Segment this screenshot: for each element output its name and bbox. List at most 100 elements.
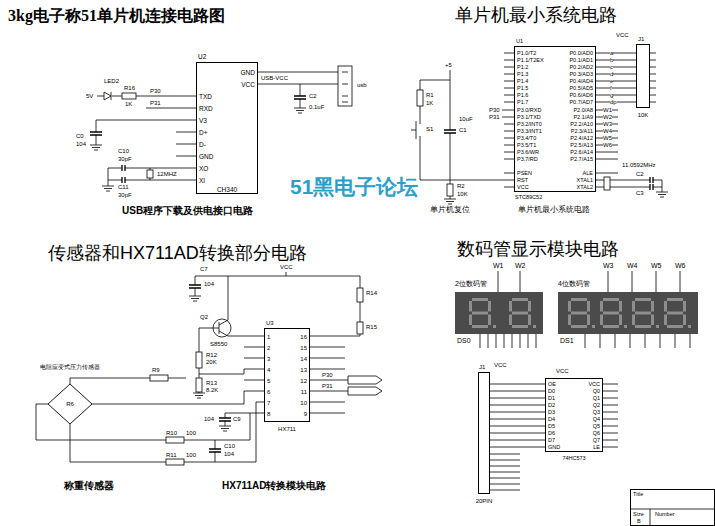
diagram-title: 3kg电子称51单片机连接电路图 xyxy=(8,8,225,24)
pin-name: P1.7 xyxy=(517,100,528,106)
part-label: R14 xyxy=(366,290,377,296)
digit-segment xyxy=(488,301,491,312)
pin-name: D+ xyxy=(199,130,208,137)
pin-name: 8 xyxy=(267,411,270,417)
transistor-leads xyxy=(219,320,228,336)
pin-name: Q2 xyxy=(593,403,600,409)
digit-segment xyxy=(664,315,667,326)
net-label: g xyxy=(610,92,613,98)
section-heading: 单片机最小系统电路 xyxy=(455,6,617,24)
latch-chip: 74HC573OED0D1D2D3D4D5D6D7GNDVCCQ0Q1Q2Q3Q… xyxy=(545,378,603,452)
digit-segment xyxy=(635,325,651,328)
digit-segment xyxy=(656,325,659,328)
net-label: P31 xyxy=(150,100,161,106)
title-block: TitleSizeNumberB xyxy=(630,489,715,526)
pin-line xyxy=(504,53,514,187)
digit-segment xyxy=(472,298,488,301)
pin-name: 1 xyxy=(267,334,270,340)
digit-segment xyxy=(592,325,595,328)
digit-segment xyxy=(493,325,496,328)
pin-name: Q6 xyxy=(593,431,600,437)
digit-segment xyxy=(512,325,528,328)
pin-name: P2.0/A8 xyxy=(573,108,593,114)
part-value: 12MHZ xyxy=(157,171,177,177)
digit-segment xyxy=(619,301,622,312)
pin-name: D0 xyxy=(548,389,555,395)
pin-name: 15 xyxy=(300,345,307,351)
part-value: 10uF xyxy=(459,116,473,122)
circuit-caption: 单片机最小系统电路 xyxy=(518,206,590,214)
digit-segment xyxy=(512,298,528,301)
pin-name: P0.5/AD5 xyxy=(569,86,593,92)
pin-name: D5 xyxy=(548,424,555,430)
pin-name: RST xyxy=(517,178,528,184)
pin-name: 3 xyxy=(267,356,270,362)
net-label: P31 xyxy=(322,383,333,389)
section-heading: 数码管显示模块电路 xyxy=(457,240,619,258)
pin-name: GND xyxy=(548,445,560,451)
digit-segment xyxy=(512,312,528,315)
part-value: 11.0592MHz xyxy=(622,162,656,168)
digit-segment xyxy=(571,298,587,301)
pin-name: VCC xyxy=(517,185,529,191)
part-label: R12 xyxy=(206,352,217,358)
net-label: c xyxy=(610,64,613,70)
ground-symbol xyxy=(90,108,668,431)
pin-name: D3 xyxy=(548,410,555,416)
part-label: R10 xyxy=(166,430,177,436)
seven-segment-display: 4位数码管DS1 xyxy=(558,292,698,334)
net-label: 5V xyxy=(86,93,93,99)
net-label: W4 xyxy=(627,262,638,269)
net-label: W5 xyxy=(651,262,662,269)
digit-segment xyxy=(587,301,590,312)
pin-name: D1 xyxy=(548,396,555,402)
pin-name: P0.0/AD0 xyxy=(569,51,593,57)
pin-name: 9 xyxy=(304,411,307,417)
part-value: 104 xyxy=(204,281,214,287)
net-label: dp xyxy=(610,99,617,105)
digit-segment xyxy=(683,315,686,326)
digit-segment xyxy=(571,325,587,328)
digit-select-line xyxy=(498,271,680,292)
part-value: 0.1uF xyxy=(309,104,324,110)
pin-name: P1.5 xyxy=(517,86,528,92)
pin-name: P0.1/AD1 xyxy=(569,58,593,64)
net-label: VCC xyxy=(616,32,629,38)
pin-name: P3.7/RD xyxy=(517,157,538,163)
digit-segment xyxy=(568,301,571,312)
pin-name: 16 xyxy=(300,334,307,340)
net-label: W6 xyxy=(675,262,686,269)
part-label: C2 xyxy=(636,171,644,177)
pin-name: OE xyxy=(548,382,556,388)
pin-name: 10 xyxy=(300,400,307,406)
part-label: C10 xyxy=(224,443,235,449)
part-note: 电阻应变式压力传感器 xyxy=(40,364,100,370)
resistor-symbol xyxy=(166,459,184,465)
digit-segment xyxy=(528,301,531,312)
part-label: 4位数码管 xyxy=(558,280,590,287)
pin-name: 6 xyxy=(267,389,270,395)
digit-segment xyxy=(635,298,651,301)
circuit-caption: 单片机复位 xyxy=(430,206,470,214)
net-label: VCC xyxy=(494,362,507,368)
digit-segment xyxy=(619,315,622,326)
pin-name: P2.3/A11 xyxy=(571,129,593,135)
pin-name: P1.1/T2EX xyxy=(517,58,544,64)
pin-name: P0.6/AD6 xyxy=(569,93,593,99)
pin-name: PSEN xyxy=(517,171,532,177)
part-label: S1 xyxy=(426,126,433,132)
part-label: C10 xyxy=(118,148,129,154)
pin-name: XO xyxy=(199,166,208,173)
digit-segment xyxy=(571,312,587,315)
part-label: U1 xyxy=(516,39,523,45)
part-label: C7 xyxy=(200,266,208,272)
pin-name: D4 xyxy=(548,417,555,423)
pin-name: P1.4 xyxy=(517,79,528,85)
net-label: USB-VCC xyxy=(261,75,288,81)
net-label: d xyxy=(610,71,613,77)
digit-segment xyxy=(635,312,651,315)
usb-connector xyxy=(338,66,352,106)
part-label: C1 xyxy=(459,127,467,133)
pin-name: P3.2/INT0 xyxy=(517,122,542,128)
